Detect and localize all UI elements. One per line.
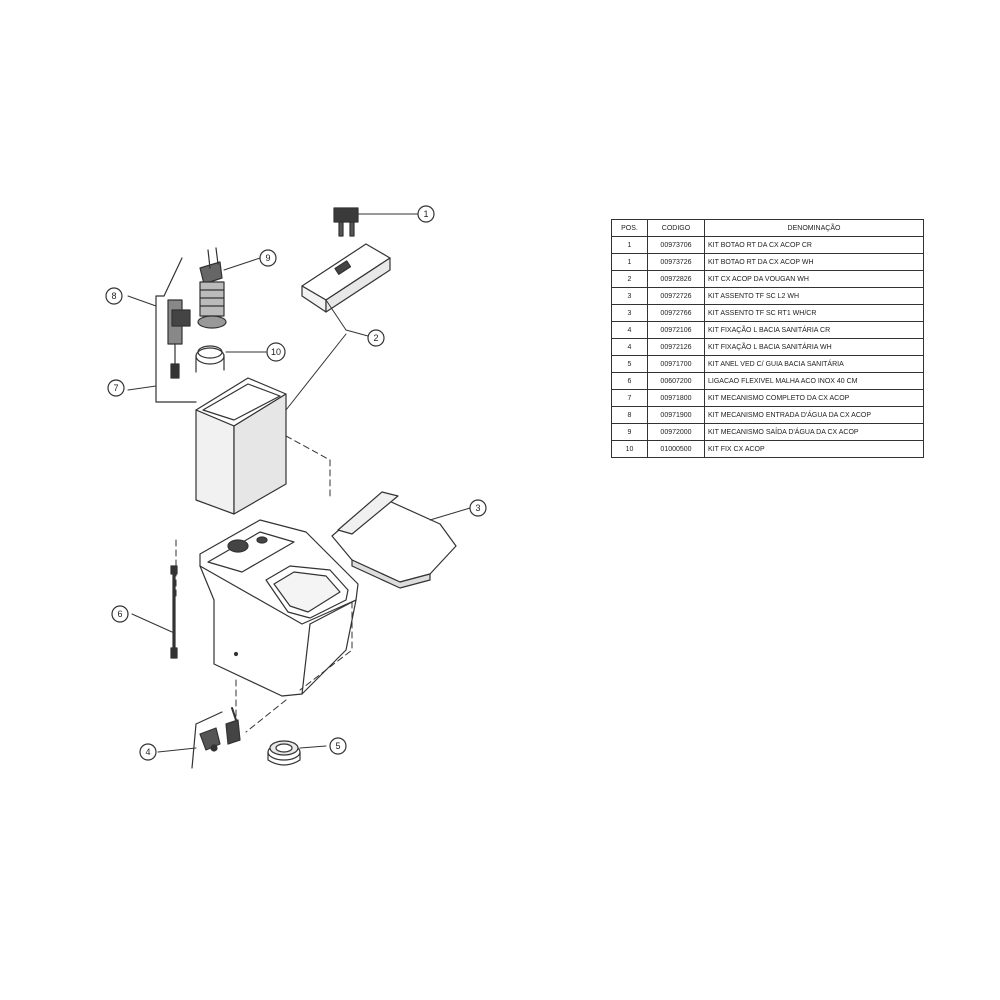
pos-cell: 8 <box>611 406 648 424</box>
bowl-fixing-kit-part <box>191 707 241 769</box>
code-cell: 00971800 <box>647 389 705 407</box>
description-cell: KIT FIXAÇÃO L BACIA SANITÁRIA WH <box>704 338 924 356</box>
toilet-bowl-part <box>199 519 359 697</box>
pos-cell: 9 <box>611 423 648 441</box>
description-cell: KIT MECANISMO SAÍDA D'ÁGUA DA CX ACOP <box>704 423 924 441</box>
toilet-seat-part <box>331 491 457 589</box>
pos-cell: 5 <box>611 355 648 373</box>
code-cell: 00972726 <box>647 287 705 305</box>
pos-cell: 6 <box>611 372 648 390</box>
code-column-header: CODIGO <box>647 219 705 237</box>
code-cell: 00607200 <box>647 372 705 390</box>
callout-9: 9 <box>265 253 270 263</box>
pos-cell: 7 <box>611 389 648 407</box>
callout-7: 7 <box>113 383 118 393</box>
pos-cell: 3 <box>611 287 648 305</box>
tank-fixing-kit-part <box>195 345 225 373</box>
pos-cell: 1 <box>611 236 648 254</box>
flush-button-part <box>333 207 359 237</box>
code-cell: 00972000 <box>647 423 705 441</box>
description-cell: KIT MECANISMO ENTRADA D'ÁGUA DA CX ACOP <box>704 406 924 424</box>
description-cell: KIT BOTAO RT DA CX ACOP CR <box>704 236 924 254</box>
cistern-tank-part <box>195 377 287 515</box>
code-cell: 00973706 <box>647 236 705 254</box>
description-cell: KIT ASSENTO TF SC RT1 WH/CR <box>704 304 924 322</box>
code-cell: 00972126 <box>647 338 705 356</box>
desc-column-header: DENOMINAÇÃO <box>704 219 924 237</box>
pos-cell: 4 <box>611 338 648 356</box>
pos-cell: 2 <box>611 270 648 288</box>
code-cell: 00972106 <box>647 321 705 339</box>
parts-table-header-row: POS. CODIGO DENOMINAÇÃO <box>611 219 924 237</box>
description-cell: KIT BOTAO RT DA CX ACOP WH <box>704 253 924 271</box>
code-cell: 01000500 <box>647 440 705 458</box>
outlet-valve-part <box>197 247 227 329</box>
description-cell: LIGACAO FLEXIVEL MALHA ACO INOX 40 CM <box>704 372 924 390</box>
callout-5: 5 <box>335 741 340 751</box>
callout-2: 2 <box>373 333 378 343</box>
pos-cell: 3 <box>611 304 648 322</box>
tank-lid-part <box>301 243 391 313</box>
description-cell: KIT MECANISMO COMPLETO DA CX ACOP <box>704 389 924 407</box>
description-cell: KIT CX ACOP DA VOUGAN WH <box>704 270 924 288</box>
inlet-valve-part <box>167 299 191 379</box>
description-cell: KIT FIX CX ACOP <box>704 440 924 458</box>
callout-4: 4 <box>145 747 150 757</box>
seal-ring-part <box>267 740 301 766</box>
callout-3: 3 <box>475 503 480 513</box>
code-cell: 00973726 <box>647 253 705 271</box>
description-cell: KIT ANEL VED C/ GUIA BACIA SANITÁRIA <box>704 355 924 373</box>
callout-10: 10 <box>271 347 281 357</box>
callout-8: 8 <box>111 291 116 301</box>
flexible-hose-part <box>170 565 178 659</box>
code-cell: 00971700 <box>647 355 705 373</box>
code-cell: 00971900 <box>647 406 705 424</box>
description-cell: KIT FIXAÇÃO L BACIA SANITÁRIA CR <box>704 321 924 339</box>
pos-cell: 10 <box>611 440 648 458</box>
pos-column-header: POS. <box>611 219 648 237</box>
callout-1: 1 <box>423 209 428 219</box>
pos-cell: 1 <box>611 253 648 271</box>
callout-6: 6 <box>117 609 122 619</box>
code-cell: 00972826 <box>647 270 705 288</box>
code-cell: 00972766 <box>647 304 705 322</box>
description-cell: KIT ASSENTO TF SC L2 WH <box>704 287 924 305</box>
pos-cell: 4 <box>611 321 648 339</box>
